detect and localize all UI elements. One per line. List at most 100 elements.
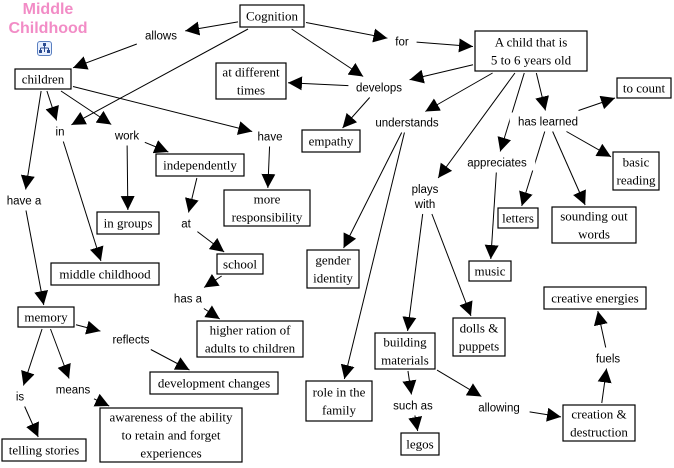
concept-creative-energies[interactable]: creative energies xyxy=(543,286,647,310)
node-text-line: materials xyxy=(381,353,429,368)
link-child-5-6-to-has-learned xyxy=(535,72,549,111)
node-text-line: more xyxy=(254,192,281,207)
concept-cognition[interactable]: Cognition xyxy=(239,4,305,28)
concept-school[interactable]: school xyxy=(216,253,264,275)
link-phrase-in[interactable]: in xyxy=(50,122,70,140)
node-text-line: to count xyxy=(623,81,666,96)
concept-in-groups[interactable]: in groups xyxy=(96,211,160,235)
link-phrase-allowing[interactable]: allowing xyxy=(470,398,528,416)
concept-box xyxy=(223,189,311,227)
link-child-5-6-to-appreciates xyxy=(497,72,525,152)
node-text-line: allows xyxy=(145,31,177,43)
concept-music[interactable]: music xyxy=(468,260,512,282)
link-understands-to-role-in-family xyxy=(340,132,405,380)
concept-children[interactable]: children xyxy=(14,68,72,90)
node-text-line: is xyxy=(16,392,25,404)
link-phrase-reflects[interactable]: reflects xyxy=(102,330,160,348)
concept-box xyxy=(239,4,305,28)
phrase-background xyxy=(406,180,444,212)
concept-telling-stories[interactable]: telling stories xyxy=(1,438,87,462)
link-has-learned-to-to-count xyxy=(578,95,616,111)
node-text-line: telling stories xyxy=(9,443,79,458)
link-phrase-fuels[interactable]: fuels xyxy=(589,349,627,367)
concept-memory[interactable]: memory xyxy=(17,306,75,328)
concept-box xyxy=(196,320,304,358)
concept-box xyxy=(215,62,287,100)
node-text-line: plays xyxy=(412,184,439,196)
link-phrase-have-a[interactable]: have a xyxy=(1,191,47,209)
concept-box xyxy=(400,432,440,456)
concept-box xyxy=(50,262,160,286)
node-text-line: 5 to 6 years old xyxy=(491,53,572,68)
phrase-background xyxy=(54,380,92,398)
concept-development-changes[interactable]: development changes xyxy=(149,371,279,395)
link-phrase-appreciates[interactable]: appreciates xyxy=(458,153,536,171)
concept-box xyxy=(562,404,636,442)
node-text-line: experiences xyxy=(140,446,201,461)
link-phrase-means[interactable]: means xyxy=(54,380,92,398)
node-text-line: identity xyxy=(313,271,353,286)
node-text-line: role in the xyxy=(313,385,366,400)
concept-role-in-family[interactable]: role in the family xyxy=(305,380,373,422)
node-text-line: times xyxy=(237,83,265,98)
link-phrase-is[interactable]: is xyxy=(10,387,30,405)
concept-box xyxy=(305,380,373,422)
node-text-line: middle childhood xyxy=(59,267,151,282)
phrase-background xyxy=(111,126,143,144)
concept-dolls-puppets[interactable]: dolls &puppets xyxy=(452,317,506,357)
link-school-to-has-a xyxy=(203,273,222,288)
concept-box xyxy=(551,206,637,244)
node-text-line: empathy xyxy=(309,134,354,149)
concept-empathy[interactable]: empathy xyxy=(301,129,361,153)
link-memory-to-reflects xyxy=(75,320,101,335)
concept-more-responsibility[interactable]: more responsibility xyxy=(223,189,311,227)
node-text-line: to retain and forget xyxy=(121,428,220,443)
concept-letters[interactable]: letters xyxy=(497,207,539,229)
node-text-line: reflects xyxy=(112,335,149,347)
concept-box xyxy=(1,438,87,462)
concept-child-5-6[interactable]: A child that is5 to 6 years old xyxy=(474,30,588,72)
link-phrase-have[interactable]: have xyxy=(254,127,286,145)
concept-independently[interactable]: independently xyxy=(155,153,245,177)
link-understands-to-gender-identity xyxy=(343,132,403,249)
concept-to-count[interactable]: to count xyxy=(616,77,672,99)
link-phrase-at[interactable]: at xyxy=(176,214,196,232)
concept-map-icon[interactable] xyxy=(37,41,52,56)
phrase-background xyxy=(10,387,30,405)
link-allowing-to-creation-destruction xyxy=(529,407,562,422)
link-phrase-work[interactable]: work xyxy=(111,126,143,144)
link-phrase-understands[interactable]: understands xyxy=(368,113,446,131)
link-cognition-to-for xyxy=(305,22,388,43)
link-building-materials-to-allowing xyxy=(436,369,482,397)
phrase-background xyxy=(138,26,184,44)
concept-legos[interactable]: legos xyxy=(400,432,440,456)
node-text-line: reading xyxy=(617,173,656,188)
node-text-line: words xyxy=(578,227,610,242)
node-text-line: responsibility xyxy=(232,210,303,225)
link-has-a-to-higher-ration xyxy=(203,305,221,320)
node-text-line: family xyxy=(322,403,356,418)
link-phrase-allows[interactable]: allows xyxy=(138,26,184,44)
link-creation-destruction-to-fuels xyxy=(597,368,612,404)
link-phrase-has-learned[interactable]: has learned xyxy=(509,112,587,130)
node-text-line: has a xyxy=(174,294,203,306)
link-work-to-in-groups xyxy=(120,145,135,211)
concept-middle-childhood[interactable]: middle childhood xyxy=(50,262,160,286)
node-text-line: development changes xyxy=(158,376,270,391)
link-phrase-for[interactable]: for xyxy=(389,32,415,50)
link-cognition-to-allows xyxy=(185,21,239,36)
link-phrase-develops[interactable]: develops xyxy=(350,78,408,96)
link-phrase-has-a[interactable]: has a xyxy=(169,289,207,307)
link-phrase-such-as[interactable]: such as xyxy=(387,396,439,414)
link-means-to-awareness xyxy=(93,393,110,407)
concept-creation-destruction[interactable]: creation &destruction xyxy=(562,404,636,442)
